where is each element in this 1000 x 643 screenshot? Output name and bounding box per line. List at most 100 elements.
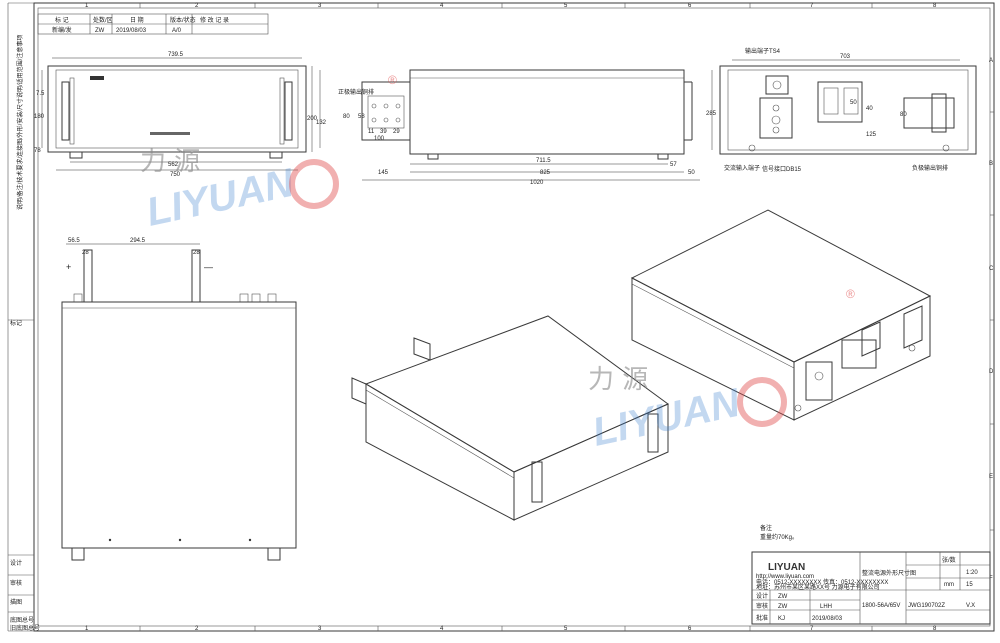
svg-text:39: 39 xyxy=(380,129,387,135)
svg-text:180: 180 xyxy=(34,114,45,120)
svg-text:29: 29 xyxy=(393,129,400,135)
inner-frame xyxy=(37,7,991,627)
svg-text:—: — xyxy=(204,262,213,272)
svg-text:200: 200 xyxy=(307,116,318,122)
grid-col-label: 4 xyxy=(440,3,444,9)
watermark-logo: 力 源 LIYUAN ® xyxy=(588,287,855,455)
svg-text:日 期: 日 期 xyxy=(130,16,144,24)
grid-col-label: 6 xyxy=(688,3,692,9)
svg-text:145: 145 xyxy=(378,170,389,176)
svg-text:力 源: 力 源 xyxy=(140,147,200,177)
svg-text:711.5: 711.5 xyxy=(536,158,551,164)
svg-text:V.X: V.X xyxy=(966,603,975,609)
svg-text:A/0: A/0 xyxy=(172,28,182,34)
grid-col-label: 7 xyxy=(810,626,814,632)
svg-text:562: 562 xyxy=(168,162,179,168)
rear-label: 交流输入端子 xyxy=(724,164,760,172)
drawing-name: 整流电源外形尺寸图 xyxy=(862,569,916,577)
svg-text:703: 703 xyxy=(840,54,851,60)
svg-text:80: 80 xyxy=(900,112,907,118)
svg-text:78: 78 xyxy=(34,148,41,154)
svg-text:125: 125 xyxy=(866,132,877,138)
grid-columns-bottom: 1 2 3 4 5 6 7 8 xyxy=(85,626,937,632)
isometric-view-front xyxy=(351,315,669,521)
svg-text:重量约70Kg。: 重量约70Kg。 xyxy=(760,533,798,541)
company-logo: LIYUAN xyxy=(768,562,805,573)
svg-text:LHH: LHH xyxy=(820,604,832,610)
grid-col-label: 3 xyxy=(318,626,322,632)
svg-text:15: 15 xyxy=(966,582,973,588)
svg-text:100: 100 xyxy=(374,136,385,142)
svg-text:58: 58 xyxy=(358,114,365,120)
svg-text:设计: 设计 xyxy=(756,592,768,600)
rear-label: 信号接口DB15 xyxy=(762,165,802,173)
svg-text:294.5: 294.5 xyxy=(130,238,146,244)
margin-label: 描图 xyxy=(10,598,22,606)
side-note: 说明/备注/技术要求/连接图/外形/安装/尺寸说明/适用范围/注意事项 xyxy=(16,35,24,210)
grid-row-label: E xyxy=(989,474,993,480)
svg-text:1:20: 1:20 xyxy=(966,570,978,576)
svg-text:®: ® xyxy=(846,287,855,301)
grid-row-label: D xyxy=(989,369,994,375)
grid-col-label: 3 xyxy=(318,3,322,9)
rear-label: 负极输出铜排 xyxy=(912,164,948,172)
svg-text:ZW: ZW xyxy=(95,28,105,34)
svg-text:地址：苏州市某区某路XX号 力源电子有限公司: 地址：苏州市某区某路XX号 力源电子有限公司 xyxy=(756,583,880,591)
watermark-logo: 力 源 LIYUAN ® xyxy=(140,73,397,235)
grid-col-label: 2 xyxy=(195,3,199,9)
bottom-left-labels: 标记 设计 审核 描图 底图总号 xyxy=(8,319,34,624)
rear-label: 输出端子TS4 xyxy=(745,47,781,55)
grid-col-label: 1 xyxy=(85,626,89,632)
svg-text:750: 750 xyxy=(170,172,181,178)
svg-text:张/数: 张/数 xyxy=(942,556,956,564)
svg-text:新编/发: 新编/发 xyxy=(52,26,72,34)
svg-text:2019/08/03: 2019/08/03 xyxy=(812,616,843,622)
grid-row-label: C xyxy=(989,266,994,272)
revision-table: 标 记 处数/区 日 期 版本/状态 修 改 记 录 新编/发 ZW 2019/… xyxy=(37,13,269,35)
grid-col-label: 8 xyxy=(933,626,937,632)
grid-col-label: 2 xyxy=(195,626,199,632)
side-view: 正极输出铜排 80 58 11 39 29 100 711.5 825 1020… xyxy=(338,69,700,186)
svg-text:40: 40 xyxy=(866,106,873,112)
margin-label: 审核 xyxy=(10,579,22,587)
svg-text:审核: 审核 xyxy=(756,602,768,610)
model-number: 1800-56A/65V xyxy=(862,603,900,609)
grid-row-label: A xyxy=(989,58,993,64)
outer-frame xyxy=(33,2,995,632)
svg-text:825: 825 xyxy=(540,170,551,176)
svg-text:标 记: 标 记 xyxy=(55,16,69,24)
svg-text:http://www.liyuan.com: http://www.liyuan.com xyxy=(756,574,814,580)
grid-row-label: F xyxy=(989,576,993,582)
grid-row-label: B xyxy=(989,161,993,167)
svg-text:132: 132 xyxy=(316,120,327,126)
grid-col-label: 5 xyxy=(564,626,568,632)
isometric-view-rear xyxy=(630,209,932,421)
svg-text:28: 28 xyxy=(82,250,89,256)
margin-label: 底图总号 xyxy=(10,616,34,624)
grid-col-label: 6 xyxy=(688,626,692,632)
svg-text:KJ: KJ xyxy=(778,616,785,622)
terminal-label: 正极输出铜排 xyxy=(338,88,374,96)
grid-col-label: 4 xyxy=(440,626,444,632)
svg-text:+: + xyxy=(66,262,71,272)
svg-text:力 源: 力 源 xyxy=(588,365,648,395)
svg-text:批准: 批准 xyxy=(756,614,768,622)
rear-view: 703 285 输出端子TS4 交流输入端子 信号接口DB15 负极输出铜排 5… xyxy=(706,47,977,173)
svg-text:®: ® xyxy=(388,73,397,87)
svg-text:2019/08/03: 2019/08/03 xyxy=(116,28,147,34)
svg-text:处数/区: 处数/区 xyxy=(93,16,113,24)
front-view: 739.5 7.5 180 78 200 132 562 750 xyxy=(34,52,327,178)
svg-text:57: 57 xyxy=(670,162,677,168)
svg-text:ZW: ZW xyxy=(778,604,788,610)
svg-text:50: 50 xyxy=(850,100,857,106)
grid-col-label: 8 xyxy=(933,3,937,9)
svg-text:mm: mm xyxy=(944,582,954,588)
svg-text:739.5: 739.5 xyxy=(168,52,184,58)
part-number: JWG190702Z xyxy=(908,603,945,609)
svg-text:28: 28 xyxy=(193,250,200,256)
top-view: 56.5 294.5 28 28 + — xyxy=(61,238,297,561)
svg-text:ZW: ZW xyxy=(778,594,788,600)
margin-label: 标记 xyxy=(10,319,22,327)
